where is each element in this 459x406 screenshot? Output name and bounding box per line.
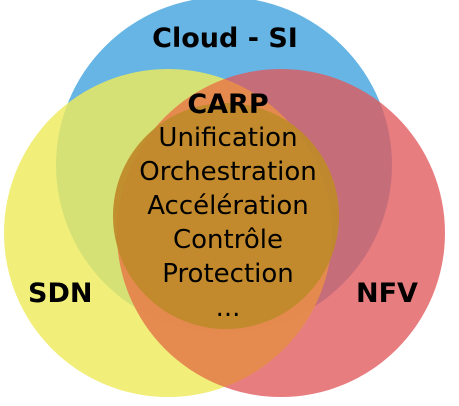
- center-item-protection: Protection: [162, 259, 294, 289]
- carp-center-block: CARP Unification Orchestration Accélérat…: [98, 89, 358, 325]
- center-item-unification: Unification: [158, 123, 298, 153]
- center-intersection-circle: [113, 103, 339, 329]
- sdn-label: SDN: [28, 278, 93, 309]
- center-item-orchestration: Orchestration: [139, 157, 317, 187]
- carp-title: CARP: [187, 89, 269, 120]
- nfv-label: NFV: [356, 278, 418, 309]
- cloud-si-label: Cloud - SI: [152, 23, 298, 54]
- center-item-acceleration: Accélération: [147, 191, 309, 221]
- center-item-ellipsis: ...: [215, 293, 241, 323]
- center-item-controle: Contrôle: [173, 225, 283, 255]
